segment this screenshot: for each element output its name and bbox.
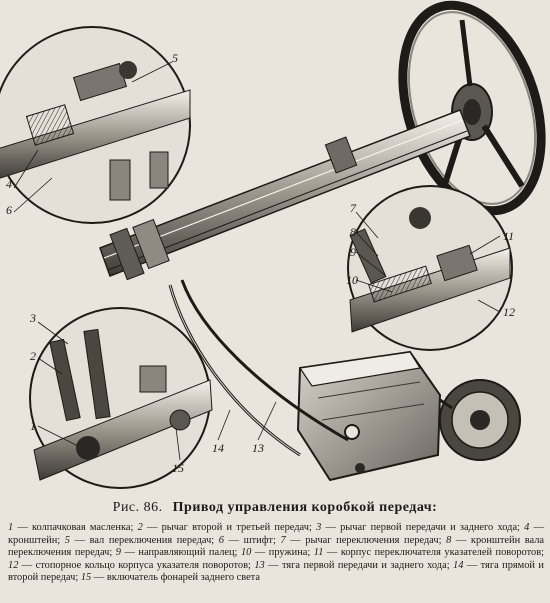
figure-number: Рис. 86. — [112, 500, 163, 515]
legend-entry: 12 — стопорное кольцо корпуса указателя … — [8, 559, 251, 571]
legend-entry-number: 2 — [137, 522, 143, 533]
legend-entry-text: корпус переключателя указателей поворото… — [340, 547, 544, 559]
legend-entry: 10 — пружина; — [240, 547, 311, 559]
legend-entry: 9 — направляющий палец; — [115, 547, 238, 559]
callout-3: 3 — [29, 311, 36, 325]
legend-entry-number: 7 — [280, 534, 286, 546]
legend-entry: 11 — корпус переключателя указателей пов… — [313, 547, 544, 559]
legend-entry-number: 3 — [316, 522, 322, 533]
gearshift-drive-illustration: 5 4 6 7 8 9 10 11 12 3 2 1 15 14 13 — [0, 0, 546, 489]
figure-title: Привод управления коробкой передач: — [172, 500, 438, 515]
callout-9: 9 — [350, 245, 356, 259]
legend-entry: 13 — тяга первой передачи и заднего хода… — [254, 559, 450, 571]
legend-entry-number: 9 — [115, 547, 121, 559]
callout-12: 12 — [503, 305, 515, 319]
steering-column — [99, 109, 471, 281]
legend-entry-text: кронштейн; — [8, 534, 61, 546]
callout-1: 1 — [30, 419, 36, 433]
legend-entry-text: рычаг переключения передач; — [305, 534, 442, 546]
legend-entry-text: вал переключения передач; — [89, 534, 215, 546]
legend-entry-text: включатель фонарей заднего света — [106, 572, 260, 584]
legend-entry: 8 — кронштейн вала переключения передач; — [8, 534, 545, 559]
callout-10: 10 — [346, 273, 358, 287]
legend-entry: 6 — штифт; — [218, 534, 276, 546]
legend-entry-number: 6 — [218, 534, 224, 546]
legend-entry-text: пружина; — [268, 547, 311, 559]
steering-wheel — [398, 0, 546, 216]
callout-4: 4 — [6, 177, 12, 191]
inset-upper-shaft — [0, 26, 191, 224]
legend-entry-text: штифт; — [243, 534, 276, 546]
legend-entry: 5 — вал переключения передач; — [64, 534, 215, 546]
legend-entry-text: рычаг второй и третьей передач; — [161, 522, 312, 533]
legend-entry-number: 10 — [240, 547, 252, 559]
callout-8: 8 — [350, 225, 356, 239]
legend-entry-number: 14 — [453, 559, 464, 571]
callout-14: 14 — [212, 441, 224, 455]
legend-entry-number: 1 — [8, 522, 14, 533]
legend-entry: 15 — включатель фонарей заднего света — [80, 572, 260, 584]
callout-6: 6 — [6, 203, 12, 217]
figure-legend: 1 — колпачковая масленка; 2 — рычаг втор… — [8, 522, 544, 585]
legend-entry: 14 — тяга прямой и второй передач; — [8, 559, 544, 584]
legend-entry-text: тяга прямой и второй передач; — [8, 559, 544, 584]
legend-entry-text: направляющий палец; — [138, 547, 238, 559]
legend-entry-text: колпачковая масленка; — [32, 522, 134, 533]
legend-entry-text: рычаг первой передачи и заднего хода; — [340, 522, 520, 533]
inset-shift-lever — [347, 185, 513, 351]
figure-caption: Рис. 86. Привод управления коробкой пере… — [0, 500, 550, 516]
callout-labels: 5 4 6 7 8 9 10 11 12 3 2 1 15 14 13 — [6, 51, 515, 475]
legend-entry-number: 5 — [64, 534, 70, 546]
legend-entry-number: 4 — [524, 522, 530, 533]
legend-entry-text: стопорное кольцо корпуса указателя повор… — [35, 559, 251, 571]
legend-entry: 3 — рычаг первой передачи и заднего хода… — [316, 522, 520, 533]
callout-2: 2 — [30, 349, 36, 363]
legend-entry-number: 13 — [254, 559, 265, 571]
legend-entry: 4 — кронштейн; — [8, 522, 544, 546]
callout-5: 5 — [172, 51, 178, 65]
legend-entry-number: 15 — [80, 572, 92, 584]
gearbox — [296, 350, 521, 482]
control-rods — [168, 279, 349, 457]
callout-7: 7 — [350, 201, 357, 215]
legend-entry-number: 12 — [8, 559, 19, 571]
callout-11: 11 — [503, 229, 514, 243]
legend-entry-text: тяга первой передачи и заднего хода; — [281, 559, 450, 571]
callout-13: 13 — [252, 441, 264, 455]
legend-entry-text: кронштейн вала переключения передач; — [8, 534, 545, 559]
legend-entry: 2 — рычаг второй и третьей передач; — [137, 522, 312, 533]
callout-15: 15 — [172, 461, 184, 475]
legend-entry-number: 11 — [313, 547, 324, 559]
legend-entry: 1 — колпачковая масленка; — [8, 522, 134, 533]
leader-lines — [13, 61, 501, 461]
legend-entry: 7 — рычаг переключения передач; — [280, 534, 442, 546]
inset-lower-levers — [29, 307, 213, 489]
legend-entry-number: 8 — [446, 534, 452, 546]
